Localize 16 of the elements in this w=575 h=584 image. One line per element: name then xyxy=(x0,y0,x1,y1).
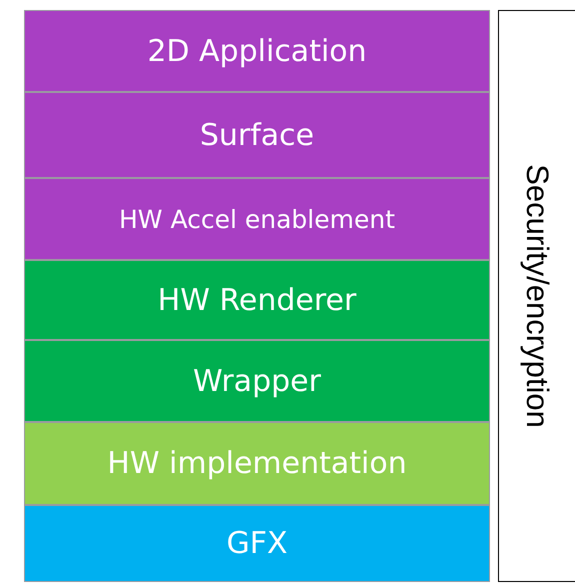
layer-label: HW Renderer xyxy=(158,282,356,318)
layer-box xyxy=(24,260,490,340)
layer-box xyxy=(24,92,490,178)
layer-label: Surface xyxy=(200,118,314,152)
layer-box xyxy=(24,10,490,92)
layer-label: HW implementation xyxy=(107,446,407,481)
layer-label: HW Accel enablement xyxy=(118,204,395,234)
layer-label: Wrapper xyxy=(193,364,321,398)
layer-box xyxy=(24,178,490,260)
layer-box xyxy=(24,505,490,582)
layer-box xyxy=(24,340,490,422)
panel-label: Security/encryption xyxy=(519,164,555,428)
layer-label: 2D Application xyxy=(147,34,367,68)
layer-box xyxy=(24,422,490,505)
side-panel xyxy=(498,10,575,582)
layer-label: GFX xyxy=(226,526,288,561)
